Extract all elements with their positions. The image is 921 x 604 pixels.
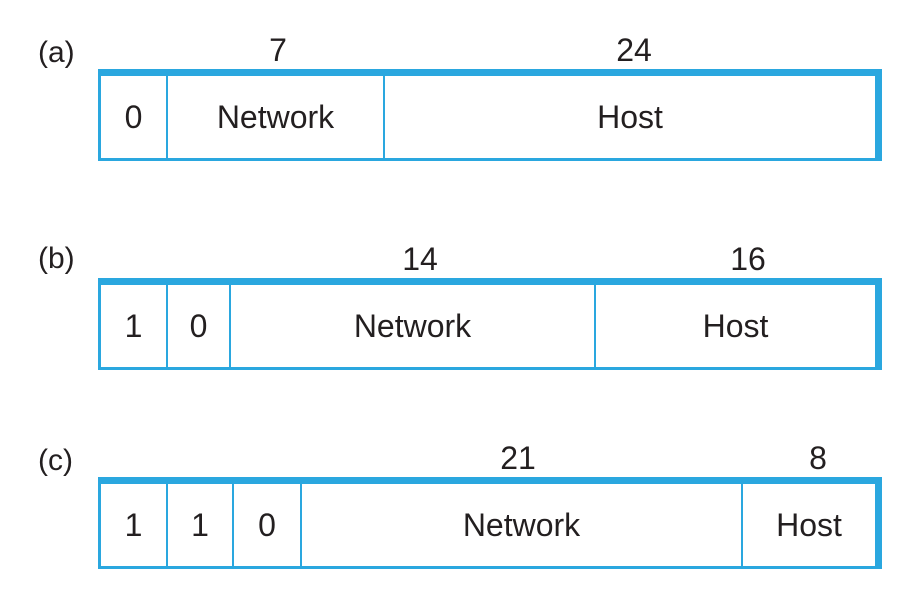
format-c-class-bit-3: 0: [234, 484, 302, 566]
format-b-network-width: 14: [402, 241, 438, 277]
format-c-host-field: Host: [776, 506, 842, 543]
format-c-class-bit-1: 1: [101, 484, 168, 566]
format-c-class-bit-2: 1: [168, 484, 234, 566]
format-c-network-field: Network: [302, 484, 743, 566]
format-a-box: 0 Network Host: [98, 69, 882, 161]
format-a-host-field: Host: [597, 98, 663, 135]
format-b-box: 1 0 Network Host: [98, 278, 882, 370]
format-b-host-width: 16: [730, 241, 766, 277]
format-b-label: (b): [38, 242, 75, 275]
format-b-network-field: Network: [231, 285, 596, 367]
format-b-class-bit-1: 1: [101, 285, 168, 367]
format-a-network-width: 7: [269, 32, 287, 68]
format-a-host-width: 24: [616, 32, 652, 68]
format-b-host-field: Host: [702, 307, 769, 344]
format-a-class-bit-0: 0: [101, 76, 168, 158]
format-a-label: (a): [38, 36, 75, 69]
format-c-host-width: 8: [809, 440, 827, 476]
format-c-box: 1 1 0 Network Host: [98, 477, 882, 569]
format-b-class-bit-2: 0: [168, 285, 231, 367]
format-c-label: (c): [38, 444, 73, 477]
format-c-network-width: 21: [500, 440, 536, 476]
format-a-network-field: Network: [168, 76, 385, 158]
